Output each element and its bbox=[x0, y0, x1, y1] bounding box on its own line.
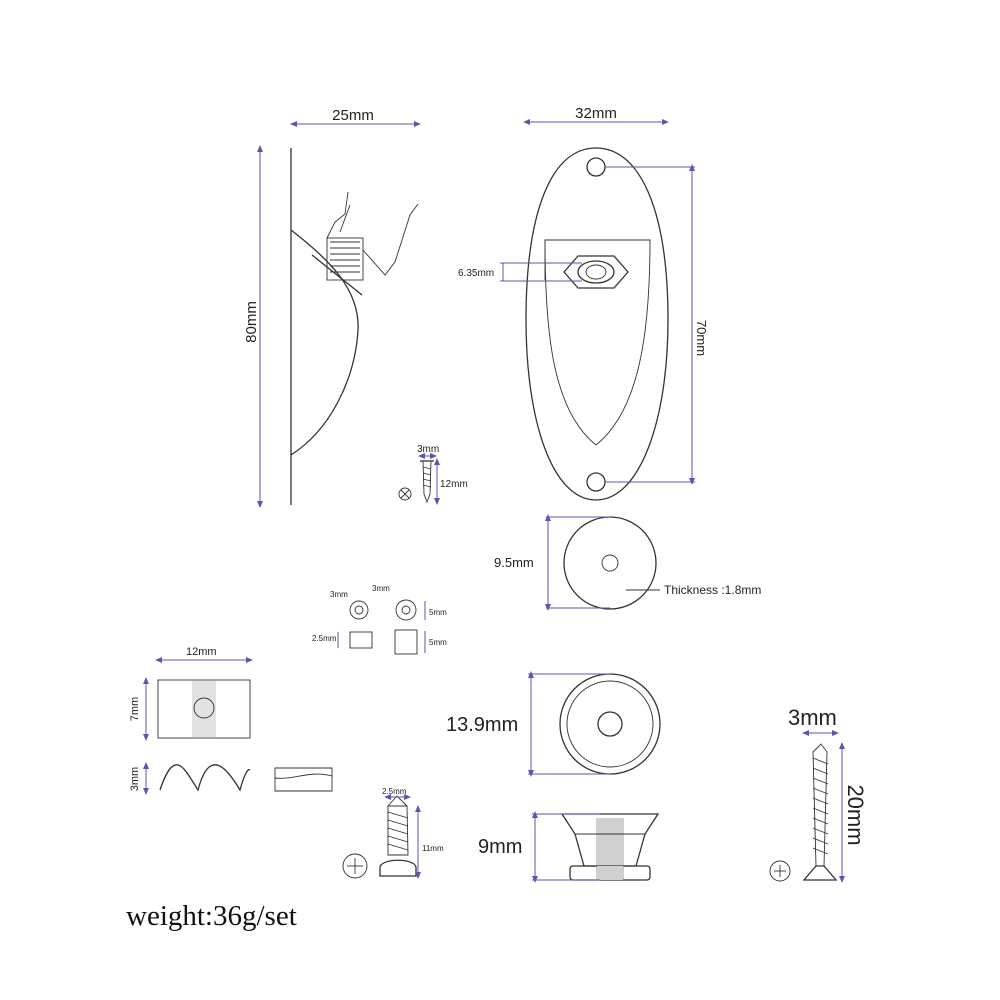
washer-thickness-label: Thickness :1.8mm bbox=[664, 583, 761, 597]
clip-w-label: 12mm bbox=[186, 646, 217, 658]
small-screw-icon bbox=[398, 460, 434, 504]
bottom-screw-hole-icon bbox=[586, 472, 606, 492]
weight-label: weight:36g/set bbox=[126, 900, 297, 932]
top-screw-hole-icon bbox=[586, 157, 606, 177]
jack-plate-front bbox=[525, 147, 669, 501]
medium-screw-d-label: 2.5mm bbox=[382, 787, 407, 796]
large-screw-d-label: 3mm bbox=[788, 705, 837, 730]
spacer-w-label: 2.5mm bbox=[312, 634, 337, 643]
jack-nut-icon bbox=[563, 255, 629, 289]
plate-width-label: 32mm bbox=[575, 105, 617, 122]
large-screw-len-label: 20mm bbox=[843, 784, 868, 845]
washer-icon bbox=[563, 516, 657, 610]
hole-spacing-label: 70mm bbox=[694, 320, 709, 356]
jack-size-label: 6.35mm bbox=[458, 268, 494, 279]
large-screw-icon bbox=[769, 743, 838, 882]
side-width-label: 25mm bbox=[332, 107, 374, 124]
ferrule-d-label: 13.9mm bbox=[446, 714, 518, 736]
washer-d-label: 9.5mm bbox=[494, 555, 534, 570]
medium-screw-len-label: 11mm bbox=[422, 844, 444, 853]
medium-screw-icon bbox=[342, 795, 417, 879]
spacers-icon bbox=[349, 599, 418, 655]
ferrule-top-icon bbox=[559, 673, 661, 775]
clip-t-label: 3mm bbox=[129, 767, 141, 791]
spacer-h2-label: 5mm bbox=[429, 638, 447, 647]
spacer-d1-label: 3mm bbox=[330, 590, 348, 599]
spring-clip-icon bbox=[157, 679, 333, 792]
height-label: 80mm bbox=[243, 301, 260, 343]
small-screw-d-label: 3mm bbox=[417, 444, 439, 455]
small-screw-len-label: 12mm bbox=[440, 479, 468, 490]
ferrule-h-label: 9mm bbox=[478, 836, 522, 858]
clip-h-label: 7mm bbox=[129, 697, 141, 721]
side-view bbox=[290, 148, 419, 505]
ferrule-side-icon bbox=[560, 813, 660, 881]
spacer-d2-label: 3mm bbox=[372, 584, 390, 593]
spacer-h1-label: 5mm bbox=[429, 608, 447, 617]
